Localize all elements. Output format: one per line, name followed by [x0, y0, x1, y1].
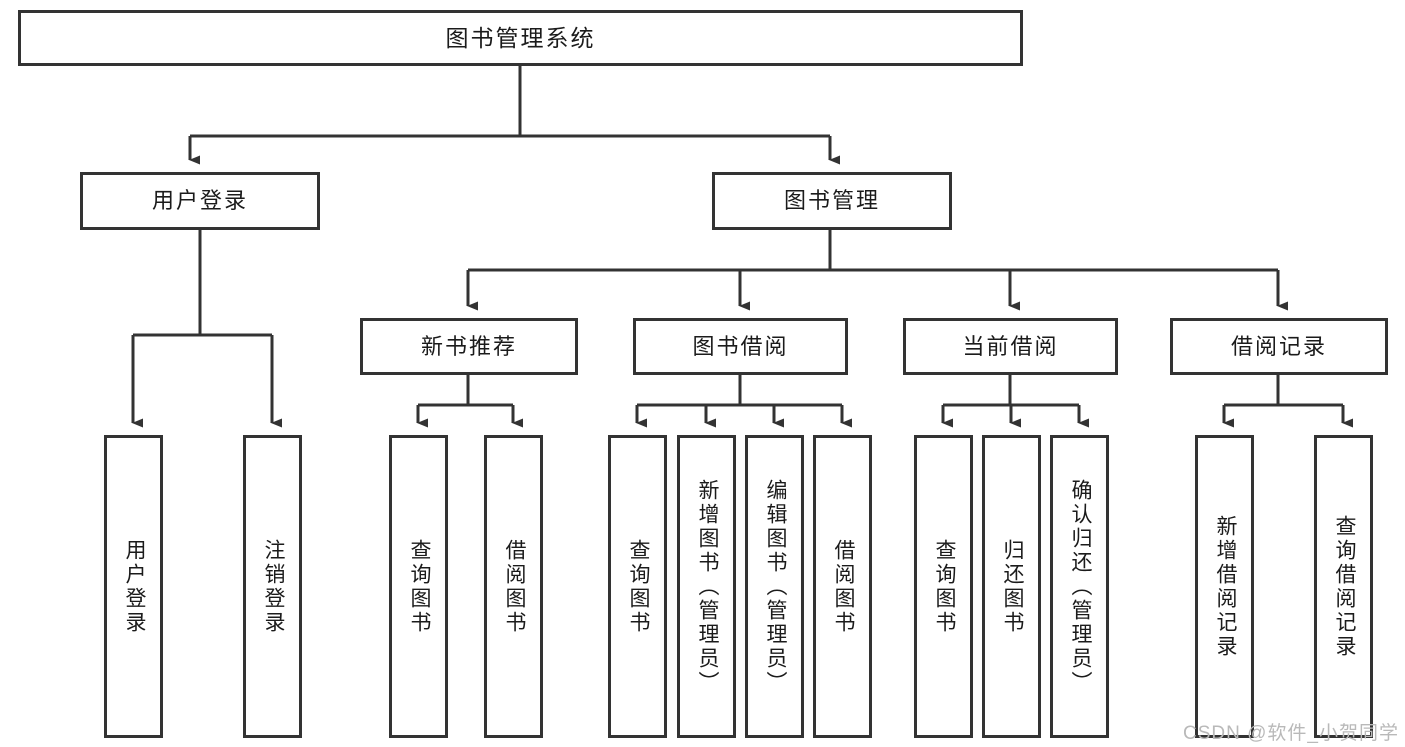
- node-label: 借阅图书: [831, 538, 855, 635]
- leaf-borrow-book[interactable]: 借阅图书: [813, 435, 872, 738]
- node-label: 查询借阅记录: [1332, 514, 1356, 659]
- leaf-confirm-return-admin[interactable]: 确认归还（管理员）: [1050, 435, 1109, 738]
- node-new-book-recommend[interactable]: 新书推荐: [360, 318, 578, 375]
- node-label: 查询图书: [407, 538, 431, 635]
- leaf-add-borrow-record[interactable]: 新增借阅记录: [1195, 435, 1254, 738]
- leaf-query-book-borrow[interactable]: 查询图书: [608, 435, 667, 738]
- node-label: 查询图书: [932, 538, 956, 635]
- node-label: 用户登录: [122, 538, 146, 635]
- node-label: 确认归还（管理员）: [1068, 478, 1092, 695]
- leaf-query-book-recommend[interactable]: 查询图书: [389, 435, 448, 738]
- node-label: 新增借阅记录: [1213, 514, 1237, 659]
- node-label: 归还图书: [1000, 538, 1024, 635]
- leaf-add-book-admin[interactable]: 新增图书（管理员）: [677, 435, 736, 738]
- node-current-borrow[interactable]: 当前借阅: [903, 318, 1118, 375]
- node-label: 新增图书（管理员）: [695, 478, 719, 695]
- node-label: 图书借阅: [692, 333, 789, 359]
- node-label: 编辑图书（管理员）: [763, 478, 787, 695]
- node-label: 借阅图书: [502, 538, 526, 635]
- node-label: 图书管理系统: [445, 24, 596, 51]
- node-book-management[interactable]: 图书管理: [712, 172, 952, 230]
- leaf-edit-book-admin[interactable]: 编辑图书（管理员）: [745, 435, 804, 738]
- leaf-user-logout[interactable]: 注销登录: [243, 435, 302, 738]
- csdn-watermark: CSDN @软件_小贺同学: [1183, 723, 1399, 744]
- node-label: 新书推荐: [420, 333, 517, 359]
- leaf-borrow-book-recommend[interactable]: 借阅图书: [484, 435, 543, 738]
- node-book-borrow[interactable]: 图书借阅: [633, 318, 848, 375]
- node-label: 借阅记录: [1230, 333, 1327, 359]
- node-label: 图书管理: [783, 188, 880, 213]
- node-root-book-management-system[interactable]: 图书管理系统: [18, 10, 1023, 66]
- node-label: 用户登录: [151, 188, 248, 213]
- leaf-query-book-current[interactable]: 查询图书: [914, 435, 973, 738]
- node-label: 当前借阅: [962, 333, 1059, 359]
- node-label: 查询图书: [626, 538, 650, 635]
- node-user-login[interactable]: 用户登录: [80, 172, 320, 230]
- node-borrow-record[interactable]: 借阅记录: [1170, 318, 1388, 375]
- leaf-query-borrow-record[interactable]: 查询借阅记录: [1314, 435, 1373, 738]
- node-label: 注销登录: [261, 538, 285, 635]
- leaf-user-login[interactable]: 用户登录: [104, 435, 163, 738]
- leaf-return-book[interactable]: 归还图书: [982, 435, 1041, 738]
